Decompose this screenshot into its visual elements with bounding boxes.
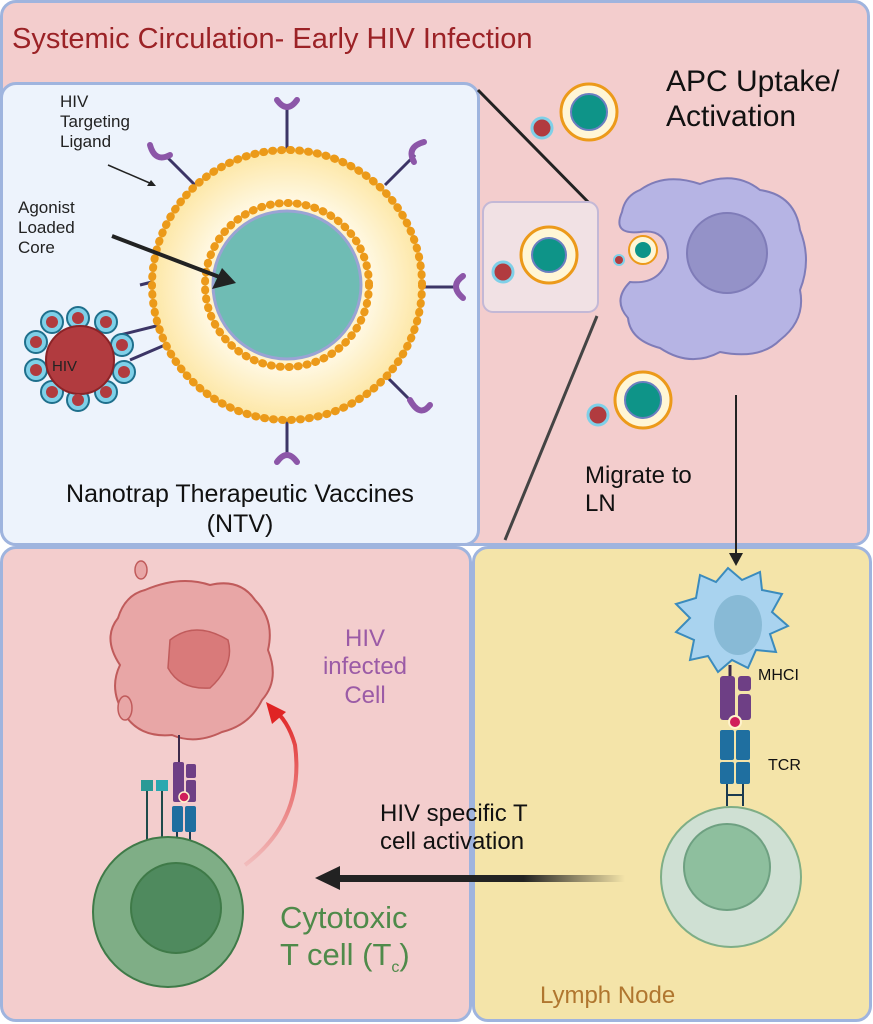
ntv-nanoparticle-large: [119, 97, 466, 465]
apc-macrophage: [613, 177, 807, 361]
infected-cell-label: HIV infected Cell: [322, 625, 408, 709]
lymph-node-panel: [472, 546, 872, 1022]
callout-line-top: [476, 88, 598, 212]
kill-arrow: [243, 706, 299, 867]
activation-arrow: [335, 875, 625, 882]
ctl-label-end: ): [399, 936, 410, 972]
page-title: Systemic Circulation- Early HIV Infectio…: [12, 23, 533, 55]
infected-cell-nucleus: [167, 629, 231, 689]
ntv-small-bottom: [586, 370, 673, 430]
ntv-nanoparticle-inset: [491, 225, 579, 285]
targeting-ligand-label: HIV Targeting Ligand: [60, 92, 130, 152]
callout-line-bottom: [503, 315, 599, 541]
migrate-label: Migrate to LN: [585, 462, 692, 518]
naive-t-cell: [660, 806, 802, 948]
t-cell-activation-label: HIV specific T cell activation: [380, 800, 528, 856]
cytotoxic-t-cell: [92, 836, 244, 988]
ctl-receptor-complex: [141, 735, 196, 855]
hiv-virion-large: [24, 306, 136, 412]
apc-uptake-label: APC Uptake/ Activation: [666, 65, 840, 134]
apc-nucleus: [686, 212, 768, 294]
mhci-label: MHCI: [758, 667, 799, 684]
agonist-core-label: Agonist Loaded Core: [18, 198, 75, 258]
ctl-label-main: Cytotoxic T cell (T: [280, 900, 408, 972]
dendritic-cell: [674, 566, 790, 674]
core-pointer-arrow: [111, 234, 223, 280]
ntv-caption: Nanotrap Therapeutic Vaccines (NTV): [66, 480, 414, 538]
ntv-small-top: [530, 82, 619, 142]
agonist-core: [211, 209, 363, 361]
cytotoxic-t-cell-label: Cytotoxic T cell (Tc): [280, 900, 410, 978]
targeting-ligand-icons: [147, 97, 466, 465]
hiv-virion-label: HIV: [52, 358, 78, 375]
hiv-infected-cell: [109, 560, 274, 741]
lymph-node-label: Lymph Node: [540, 982, 676, 1009]
tcr-label: TCR: [768, 757, 801, 774]
ctl-label-subscript: c: [391, 958, 400, 976]
ligand-pointer-arrow: [107, 164, 153, 185]
mhci-tcr-complex: [720, 665, 751, 806]
